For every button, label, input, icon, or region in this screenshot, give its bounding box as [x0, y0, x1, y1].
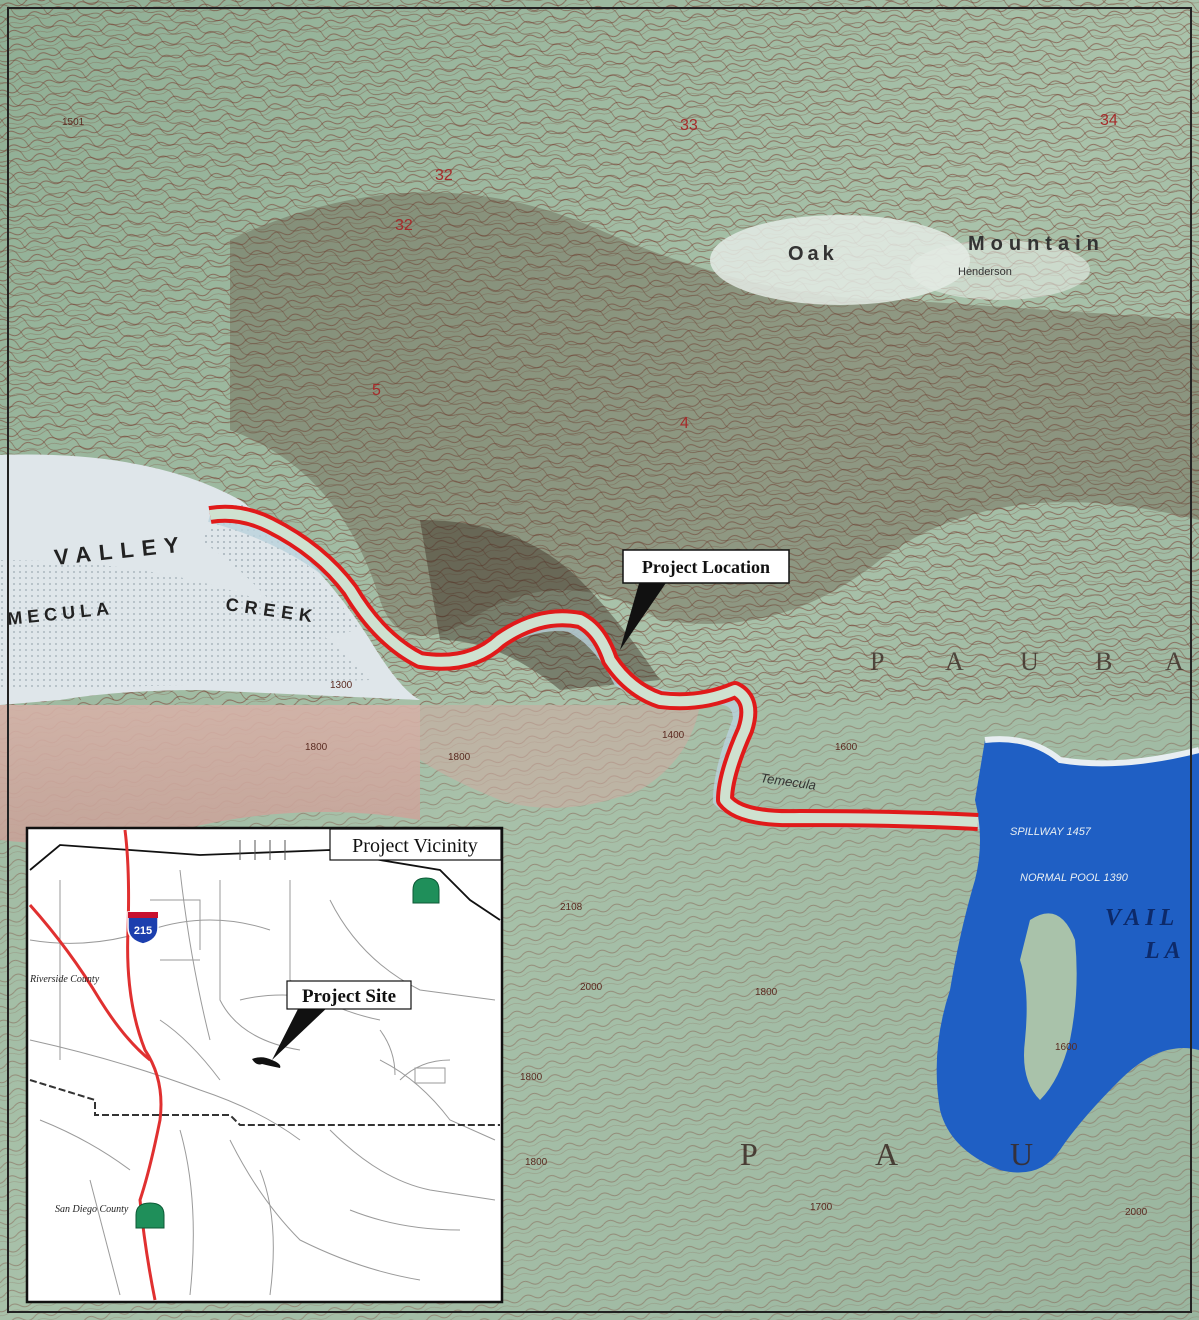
label-henderson: Henderson	[958, 266, 1012, 278]
elevation-label: 1600	[1055, 1042, 1078, 1053]
label-vail: VAIL	[1105, 905, 1179, 931]
valley-dots-2	[200, 500, 360, 640]
vicinity-inset: Project Site Project Vicinity Riverside …	[25, 826, 504, 1304]
label-spillway: SPILLWAY 1457	[1010, 826, 1092, 838]
ridge-shade	[230, 192, 1199, 636]
elevation-label: 2000	[1125, 1207, 1148, 1218]
lake-shore	[984, 736, 1199, 767]
pink-hills-2	[420, 705, 700, 808]
label-mountain: Mountain	[968, 233, 1105, 255]
section-number: 33	[680, 117, 698, 134]
pauba-letter: B	[1095, 647, 1112, 676]
callout-label: Project Location	[642, 557, 770, 577]
elevation-label: 1400	[662, 730, 685, 741]
pauba-letter: A	[875, 1136, 898, 1172]
elevation-label: 1800	[448, 752, 471, 763]
callout-pointer	[620, 580, 668, 650]
inset-title: Project Vicinity	[352, 835, 478, 857]
riverside-label: Riverside County	[29, 974, 100, 985]
state-route-shield-icon: 79	[135, 1202, 165, 1229]
section-number: 4	[680, 415, 689, 432]
interstate-shield-icon: 215	[127, 911, 159, 945]
project-location-callout: Project Location	[620, 549, 790, 650]
elevation-label: 1800	[755, 987, 778, 998]
elevation-label: 2108	[560, 902, 583, 913]
inset-grid-roads	[239, 840, 286, 860]
henderson-summit	[910, 240, 1090, 300]
valley-dots	[0, 560, 370, 690]
inset-riverside-county: Riverside County	[29, 974, 100, 985]
pauba-letter: P	[740, 1136, 758, 1172]
pauba-letter: U	[1010, 1136, 1033, 1172]
inset-project-site-pointer	[272, 1005, 330, 1060]
elevation-label: 1600	[835, 742, 858, 753]
label-lake: LA	[1144, 938, 1186, 964]
map-border	[7, 7, 1192, 1313]
state-route-shield-icon: 79	[412, 877, 440, 904]
oak-mountain-summit	[710, 215, 970, 305]
pink-hills	[0, 705, 420, 844]
section-number: 34	[1100, 112, 1118, 129]
elevation-label: 1800	[520, 1072, 543, 1083]
pauba-letters-lower: P A U	[740, 1136, 1033, 1172]
elevation-label: 1300	[330, 680, 353, 691]
inset-project-site-box	[286, 980, 412, 1010]
pauba-letter: A	[945, 647, 964, 676]
project-alignment-inner	[209, 508, 979, 827]
section-number: 5	[372, 382, 381, 399]
elevation-label: 1800	[305, 742, 328, 753]
label-normal-pool: NORMAL POOL 1390	[1020, 872, 1129, 884]
elevation-label: 1700	[810, 1202, 833, 1213]
section-number: 32	[435, 167, 453, 184]
pauba-letters-upper: P A U B A	[870, 647, 1184, 676]
inset-highway	[28, 904, 151, 1062]
elevation-labels: 1501 1300 1800 1800 1400 1600 2000 1800 …	[62, 117, 1148, 1218]
callout-box	[622, 549, 790, 584]
section-number: 32	[395, 217, 413, 234]
lake-peninsula	[1020, 913, 1077, 1100]
elevation-label: 1800	[525, 1157, 548, 1168]
inset-county-line	[29, 1079, 500, 1126]
elevation-label: 2000	[580, 982, 603, 993]
inset-project-site-label: Project Site	[302, 986, 396, 1007]
inset-san-diego-county: San Diego County	[55, 1204, 129, 1215]
san-diego-label: San Diego County	[55, 1204, 129, 1215]
pauba-letter: A	[1165, 647, 1184, 676]
inset-roads-minor	[29, 869, 496, 1296]
pauba-letter: P	[870, 647, 884, 676]
pauba-letter: U	[1020, 647, 1039, 676]
inset-project-site-shape	[252, 1057, 281, 1068]
inset-title-box	[329, 828, 502, 861]
elevation-label: 1501	[62, 117, 85, 128]
label-oak: Oak	[788, 243, 838, 265]
section-numbers: 32 33 34 32 5 4	[372, 112, 1118, 432]
interstate-number: 215	[134, 925, 152, 937]
